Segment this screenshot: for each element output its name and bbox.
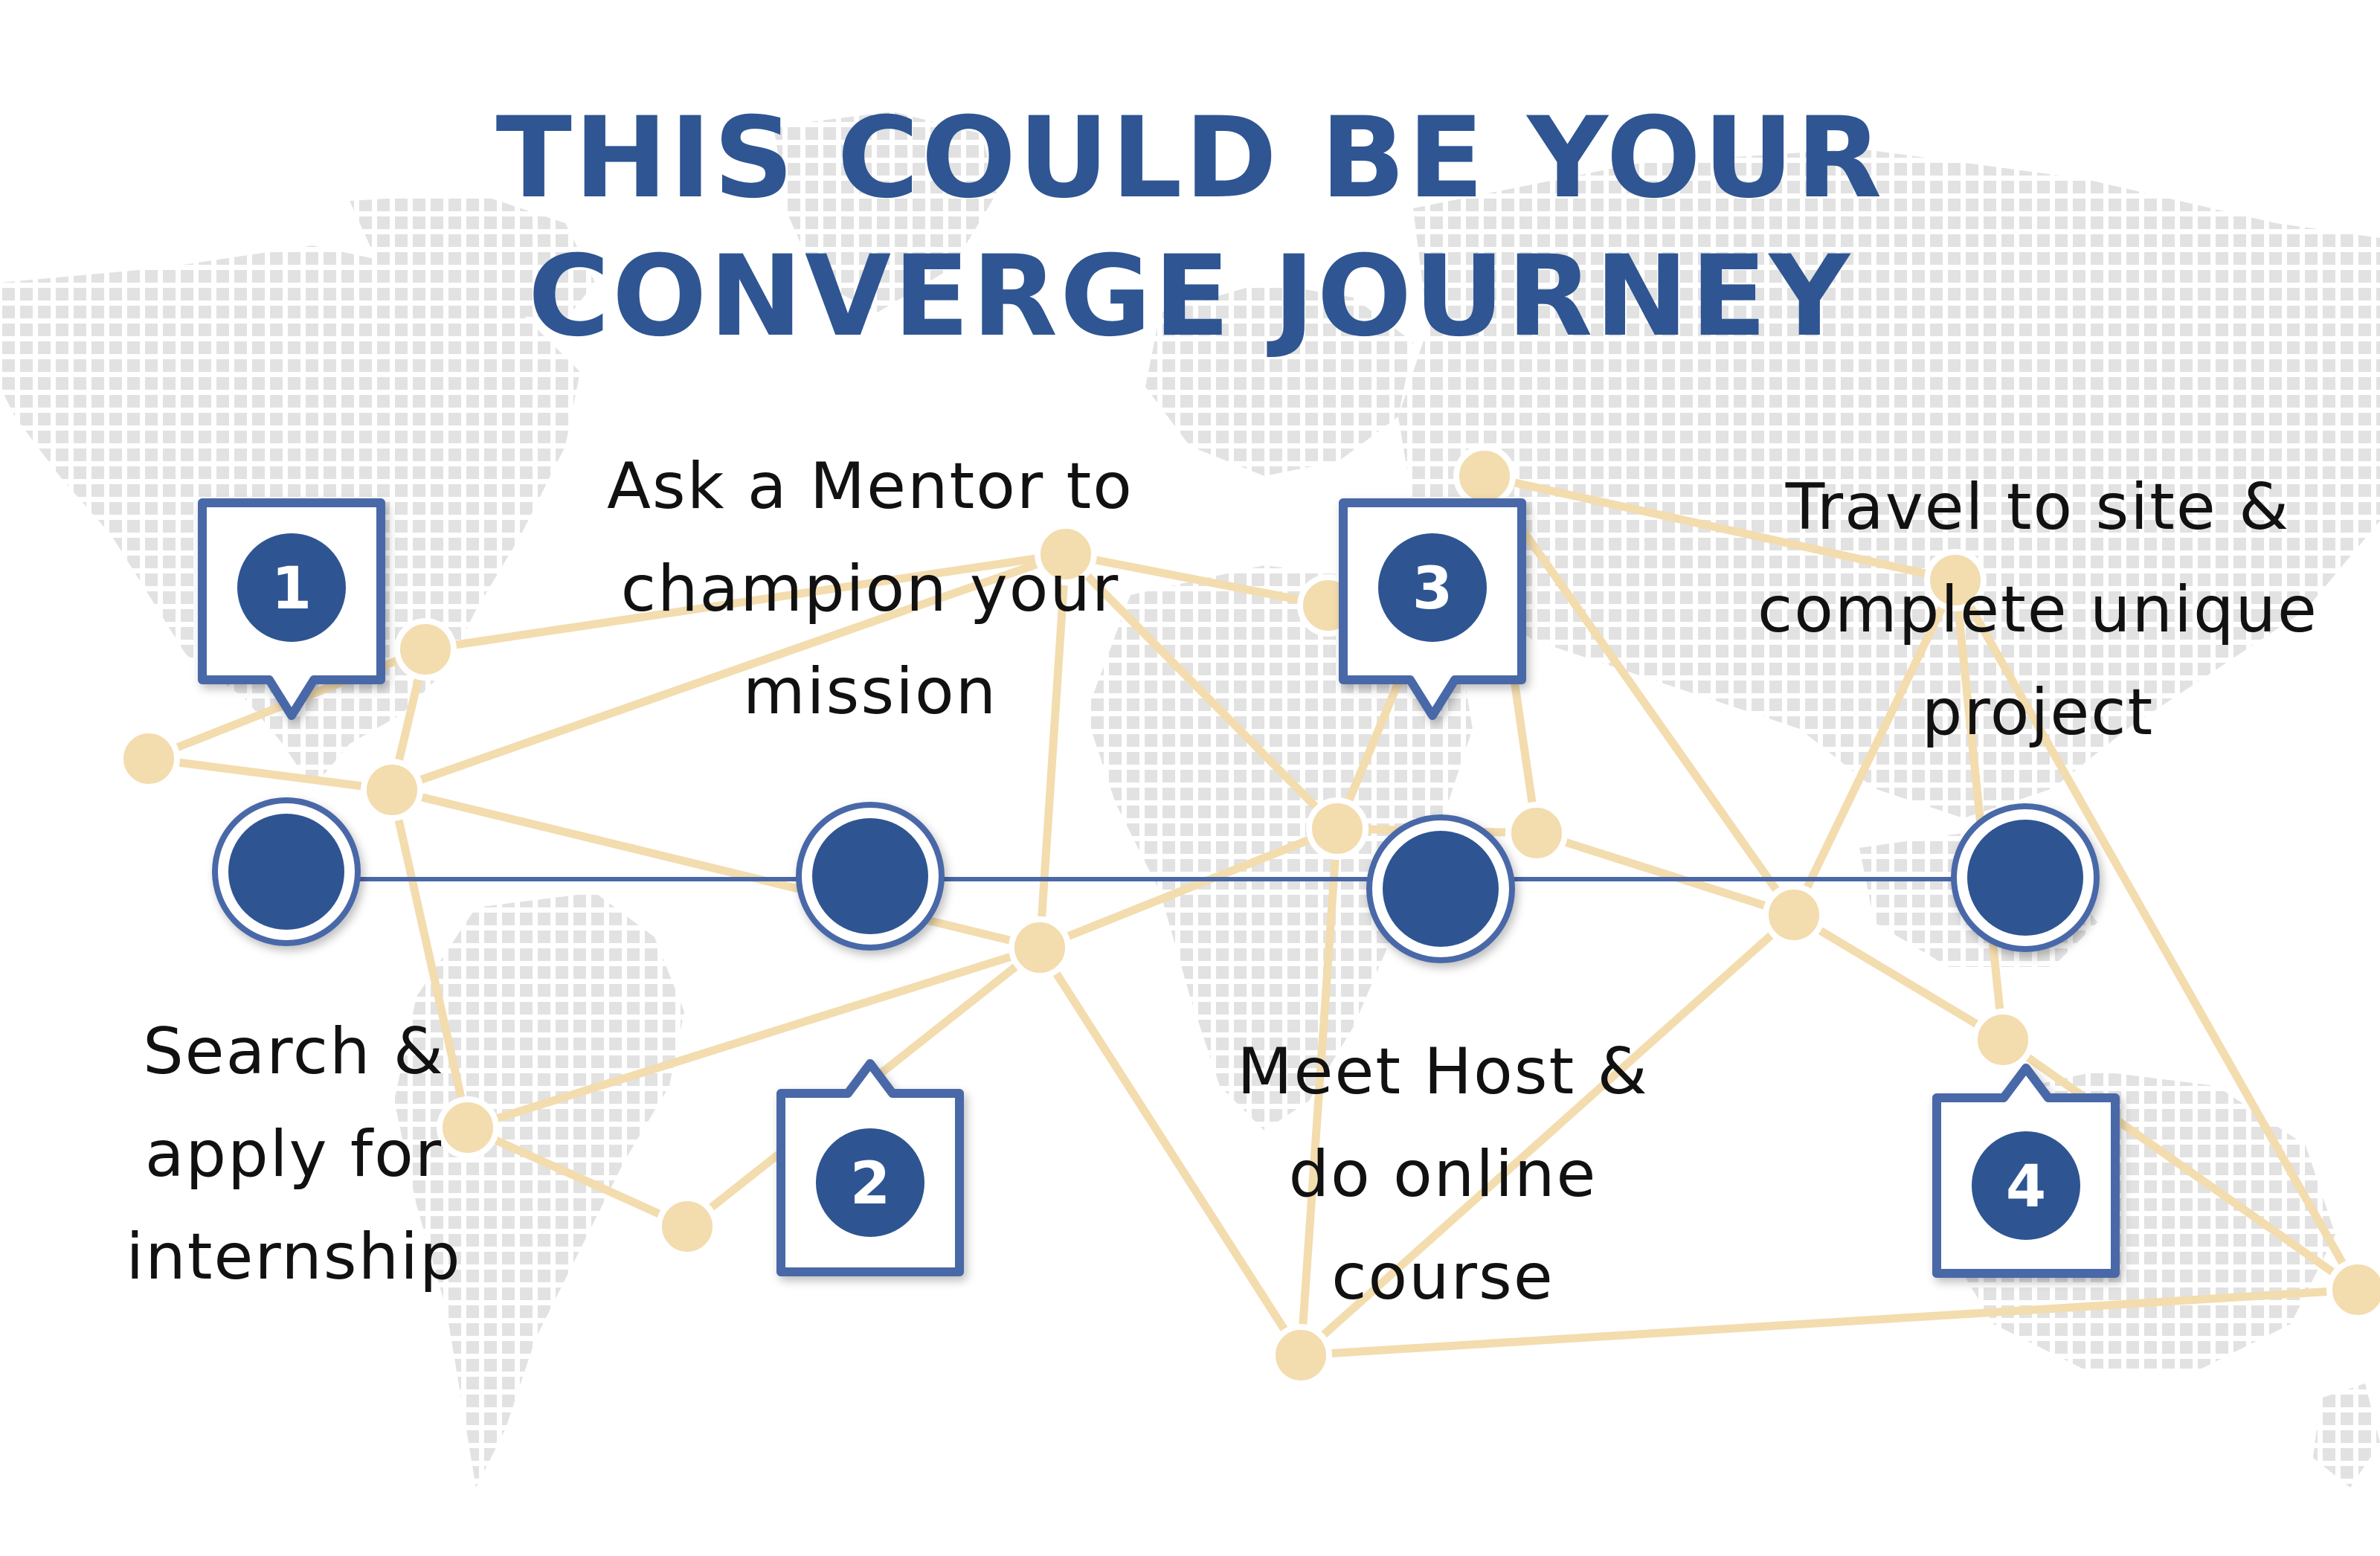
timeline-node-icon	[796, 802, 945, 951]
step-4-line-3: project	[1921, 675, 2155, 750]
callout-marker-icon: 4	[1932, 1064, 2120, 1278]
network-node	[394, 618, 457, 681]
callout-marker-icon: 3	[1339, 498, 1526, 720]
step-1-text: Search & apply for internship	[119, 1000, 469, 1308]
step-2-line-3: mission	[742, 655, 998, 729]
network-node	[1009, 916, 1071, 979]
network-node	[2326, 1258, 2380, 1321]
step-3-line-2: do online	[1288, 1137, 1598, 1212]
step-3-line-1: Meet Host &	[1237, 1035, 1649, 1109]
step-2-line-2: champion your	[620, 552, 1120, 626]
timeline-node-icon	[1951, 803, 2100, 952]
network-node	[1505, 802, 1568, 864]
callout-markers: 1 2 3 4	[198, 498, 2120, 1278]
network-node	[361, 759, 423, 821]
step-4-line-2: complete unique	[1757, 573, 2318, 647]
network-node	[1763, 884, 1825, 946]
step-2-line-1: Ask a Mentor to	[607, 449, 1133, 524]
step-4-text: Travel to site & complete unique project	[1733, 456, 2343, 764]
title-line-1: THIS COULD BE YOUR	[495, 94, 1885, 223]
callout-marker-icon: 2	[776, 1059, 964, 1276]
network-node	[1035, 523, 1097, 585]
network-node	[118, 727, 180, 790]
step-1-line-2: apply for	[144, 1117, 443, 1192]
network-node	[656, 1195, 718, 1258]
network-node	[1453, 445, 1516, 507]
network-node	[1924, 549, 1987, 611]
page-title: THIS COULD BE YOUR CONVERGE JOURNEY	[0, 89, 2380, 366]
callout-marker-icon: 1	[198, 498, 385, 720]
step-4-line-1: Travel to site &	[1785, 470, 2291, 544]
title-line-2: CONVERGE JOURNEY	[527, 232, 1853, 361]
step-1-line-3: internship	[126, 1220, 462, 1294]
network-node	[1972, 1009, 2034, 1071]
step-3-line-3: course	[1331, 1240, 1554, 1314]
timeline-nodes	[212, 797, 2100, 963]
step-number-1: 1	[271, 556, 312, 623]
step-2-text: Ask a Mentor to champion your mission	[580, 435, 1160, 743]
step-number-2: 2	[850, 1151, 890, 1218]
timeline-node-icon	[212, 797, 361, 946]
network-node	[437, 1096, 499, 1159]
step-3-text: Meet Host & do online course	[1205, 1020, 1681, 1328]
network-lines	[144, 472, 2362, 1360]
network-nodes	[118, 445, 2380, 1386]
network-node	[1270, 1324, 1332, 1386]
step-1-line-1: Search &	[143, 1015, 445, 1089]
timeline-node-icon	[1366, 814, 1515, 963]
network-node	[1306, 797, 1368, 860]
step-number-3: 3	[1412, 556, 1453, 623]
step-number-4: 4	[2006, 1154, 2046, 1221]
